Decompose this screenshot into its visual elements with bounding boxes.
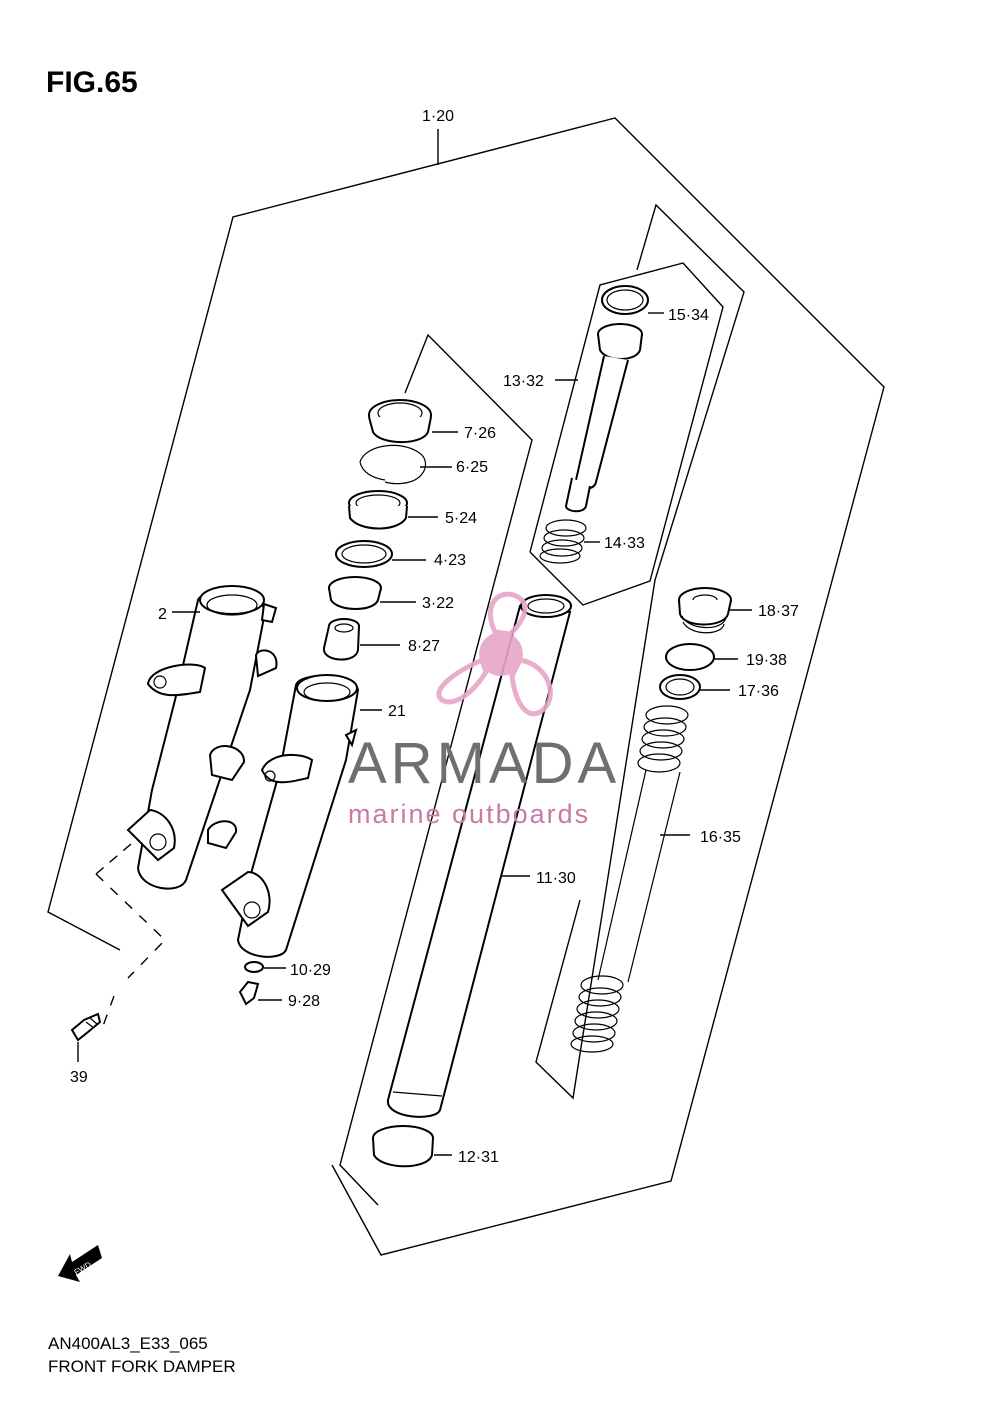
callout-2: 2 — [158, 606, 167, 623]
slide-bushing — [372, 1125, 434, 1168]
watermark-logo — [436, 591, 553, 717]
outer-tube-outline — [339, 333, 533, 1206]
o-ring — [665, 643, 715, 671]
boundary-dash — [95, 843, 132, 875]
callout-9-28: 9·28 — [288, 993, 320, 1010]
fork-outer-right — [220, 674, 360, 958]
callout-21: 21 — [388, 703, 406, 720]
callout-18-37: 18·37 — [758, 603, 799, 620]
damper-bolt — [238, 980, 260, 1006]
callout-7-26: 7·26 — [464, 425, 496, 442]
washer — [335, 540, 393, 568]
fork-outer-left — [126, 585, 278, 890]
figure-code: AN400AL3_E33_065 — [48, 1334, 208, 1353]
spacer-ring — [659, 674, 701, 700]
piston-ring — [601, 285, 649, 315]
assembly-outline — [47, 117, 885, 1256]
oil-seal — [348, 490, 408, 530]
dust-seal — [368, 399, 432, 444]
damper-outline — [535, 203, 745, 1100]
callout-10-29: 10·29 — [290, 962, 331, 979]
rebound-spring — [539, 519, 587, 564]
stopper-ring — [359, 444, 427, 485]
callout-11-30: 11·30 — [536, 870, 576, 887]
callout-12-31: 12·31 — [458, 1149, 499, 1166]
bushing — [323, 618, 360, 661]
cap-bolt — [678, 587, 732, 634]
callout-5-24: 5·24 — [445, 510, 477, 527]
callout-8-27: 8·27 — [408, 638, 440, 655]
figure-name: FRONT FORK DAMPER — [48, 1357, 236, 1376]
callout-14-33: 14·33 — [604, 535, 645, 552]
callout-1-20: 1·20 — [422, 108, 454, 125]
callout-13-32: 13·32 — [503, 373, 544, 390]
callout-17-36: 17·36 — [738, 683, 779, 700]
boundary-dash-3 — [102, 995, 115, 1027]
watermark-tagline: marine outboards — [348, 799, 590, 829]
callout-16-35: 16·35 — [700, 829, 741, 846]
callout-15-34: 15·34 — [668, 307, 709, 324]
damper-rod — [564, 323, 643, 513]
fork-spring — [570, 705, 689, 1053]
pinch-bolt — [70, 1012, 102, 1042]
fwd-arrow-icon: FWD — [58, 1245, 102, 1282]
guide-metal — [328, 576, 382, 610]
callout-39: 39 — [70, 1069, 88, 1086]
inner-tube — [386, 594, 572, 1118]
callout-19-38: 19·38 — [746, 652, 787, 669]
callout-6-25: 6·25 — [456, 459, 488, 476]
boundary-dash-2 — [95, 873, 166, 979]
watermark-brand: ARMADA — [348, 731, 620, 796]
gasket — [244, 961, 264, 973]
callout-4-23: 4·23 — [434, 552, 466, 569]
figure-title: FIG.65 — [46, 66, 138, 99]
callout-3-22: 3·22 — [422, 595, 454, 612]
rod-outline — [529, 262, 724, 606]
